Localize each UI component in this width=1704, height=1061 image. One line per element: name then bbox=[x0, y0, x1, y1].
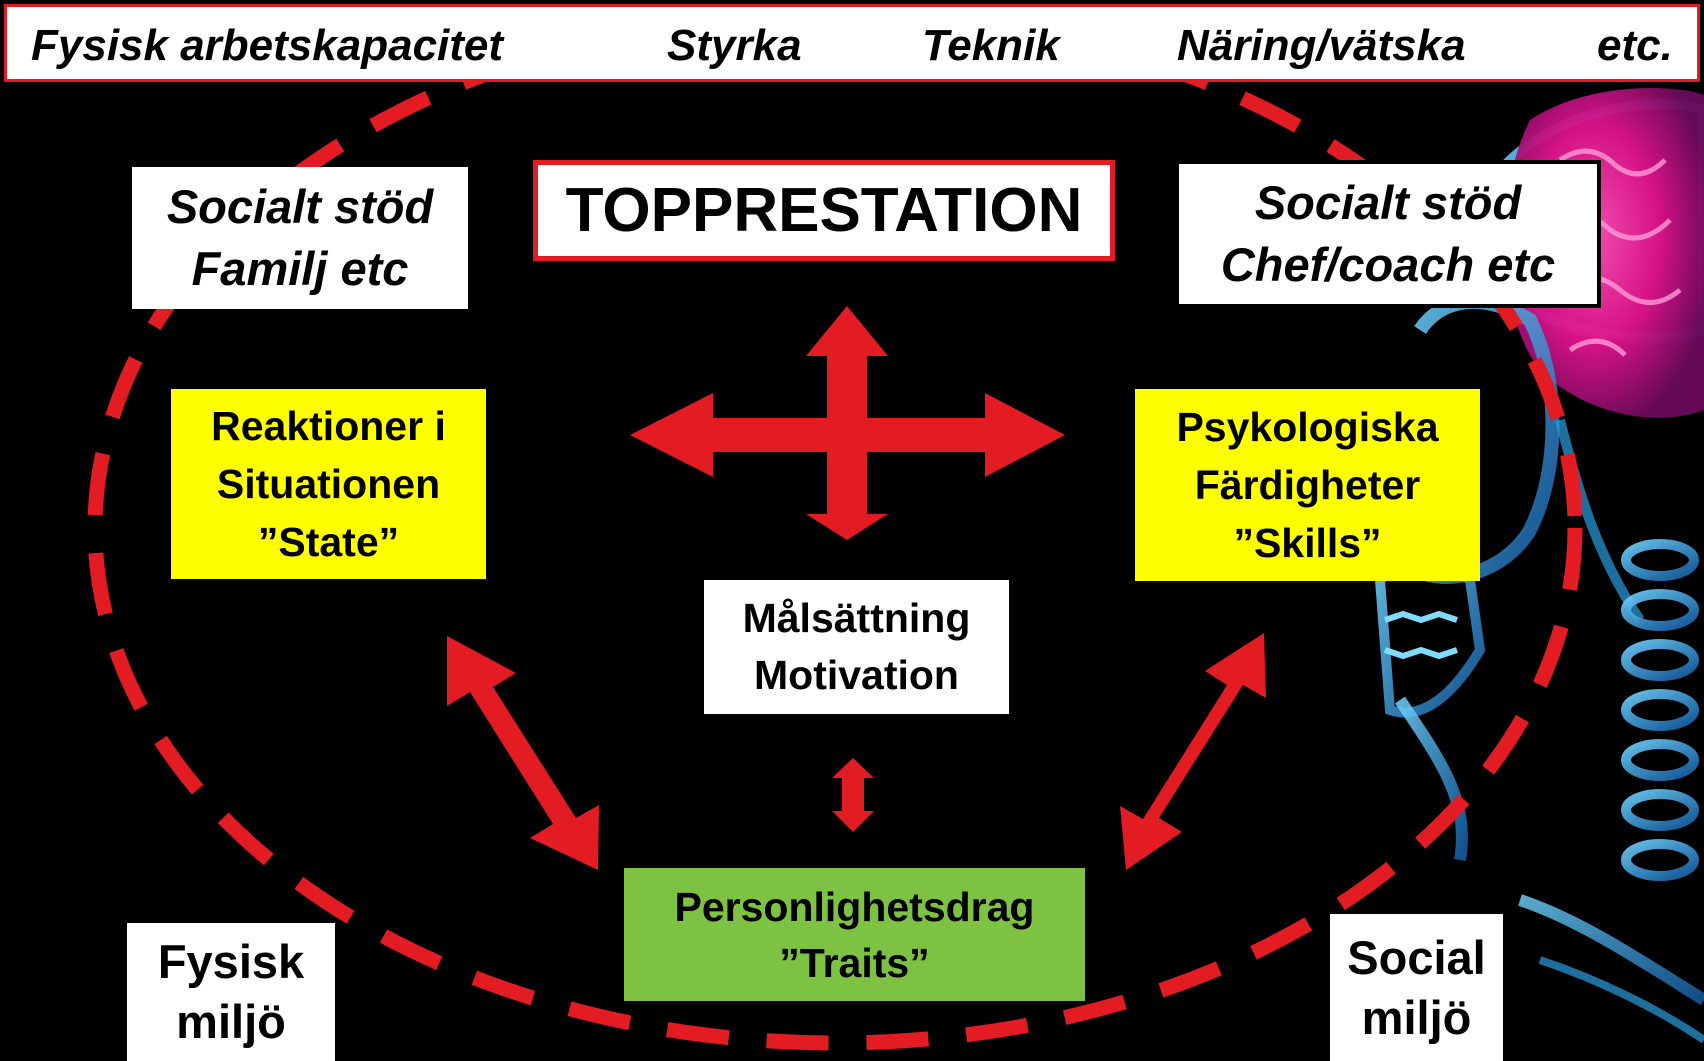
peak-performance-label: TOPPRESTATION bbox=[565, 176, 1083, 245]
social-support-coach-box: Socialt stöd Chef/coach etc bbox=[1175, 160, 1601, 308]
peak-performance-title: TOPPRESTATION bbox=[533, 160, 1115, 261]
banner-item-etc: etc. bbox=[1597, 21, 1673, 70]
banner-item-nutrition: Näring/vätska bbox=[1177, 21, 1466, 70]
state-traits-arrow bbox=[447, 636, 599, 870]
social-support-family-box: Socialt stöd Familj etc bbox=[132, 167, 468, 309]
skills-line3: ”Skills” bbox=[1233, 520, 1382, 566]
state-line2: Situationen bbox=[216, 461, 441, 507]
social-env-line1: Social bbox=[1347, 930, 1486, 984]
social-support-right-line2: Chef/coach etc bbox=[1220, 238, 1556, 291]
social-support-left-line1: Socialt stöd bbox=[166, 180, 434, 233]
skills-line1: Psykologiska bbox=[1176, 404, 1439, 450]
motivation-line1: Målsättning bbox=[742, 595, 971, 641]
social-env-line2: miljö bbox=[1361, 990, 1472, 1044]
physical-environment-box: Fysisk miljö bbox=[127, 923, 335, 1061]
physical-env-line2: miljö bbox=[176, 995, 286, 1048]
motivation-line2: Motivation bbox=[754, 652, 959, 698]
social-environment-box: Social miljö bbox=[1330, 914, 1503, 1061]
state-line1: Reaktioner i bbox=[211, 403, 446, 449]
traits-line1: Personlighetsdrag bbox=[674, 883, 1035, 930]
state-reactions-box: Reaktioner i Situationen ”State” bbox=[171, 389, 486, 579]
skills-line2: Färdigheter bbox=[1194, 462, 1421, 508]
physical-factors-banner: Fysisk arbetskapacitet Styrka Teknik När… bbox=[4, 4, 1700, 82]
physical-env-line1: Fysisk bbox=[157, 935, 305, 988]
skills-traits-arrow bbox=[1120, 633, 1266, 870]
traits-line2: ”Traits” bbox=[779, 939, 930, 986]
psychological-skills-box: Psykologiska Färdigheter ”Skills” bbox=[1135, 389, 1480, 581]
dashed-boundary-circle bbox=[87, 5, 1583, 1051]
social-support-right-line1: Socialt stöd bbox=[1254, 176, 1522, 229]
motivation-traits-arrow bbox=[832, 758, 874, 832]
goal-motivation-box: Målsättning Motivation bbox=[704, 580, 1009, 714]
state-line3: ”State” bbox=[257, 519, 400, 565]
cross-arrows bbox=[630, 306, 1065, 540]
banner-item-capacity: Fysisk arbetskapacitet bbox=[31, 21, 504, 70]
social-support-left-line2: Familj etc bbox=[191, 242, 409, 295]
banner-item-technique: Teknik bbox=[922, 21, 1060, 70]
banner-item-strength: Styrka bbox=[667, 21, 802, 70]
personality-traits-box: Personlighetsdrag ”Traits” bbox=[624, 868, 1085, 1001]
